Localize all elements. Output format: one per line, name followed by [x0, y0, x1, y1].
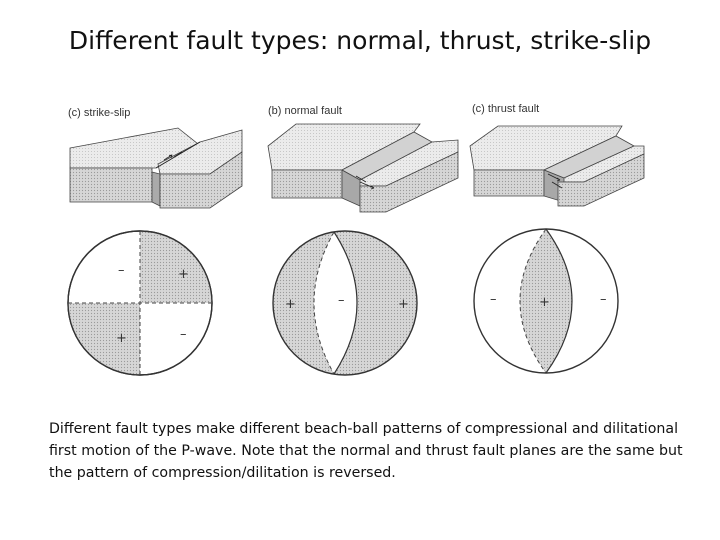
thrust-fault-block [469, 125, 645, 207]
polarity-sign: + [178, 267, 189, 282]
normal-fault-block [267, 123, 459, 213]
beachball-thrust-fault: – + – [473, 228, 619, 374]
polarity-sign: – [118, 263, 125, 278]
fault-figure: (c) strike-slip (b) normal fault (c) thr… [60, 90, 660, 390]
compression-lens [520, 229, 572, 373]
polarity-sign: – [490, 292, 497, 307]
panel-label-thrust-fault: (c) thrust fault [472, 103, 539, 115]
beachball-strike-slip: – + + – [67, 230, 213, 376]
fault-diagram: (c) strike-slip (b) normal fault (c) thr… [67, 103, 645, 376]
dilatation-lens [314, 232, 357, 374]
polarity-sign: – [600, 292, 607, 307]
compression-quadrant [140, 231, 212, 303]
polarity-sign: + [116, 331, 127, 346]
panel-label-strike-slip: (c) strike-slip [68, 107, 130, 119]
polarity-sign: + [539, 295, 550, 310]
slide-title: Different fault types: normal, thrust, s… [68, 26, 652, 55]
panel-label-normal-fault: (b) normal fault [268, 105, 342, 117]
strike-slip-block [69, 127, 243, 209]
polarity-sign: – [180, 327, 187, 342]
beachball-normal-fault: + – + [272, 230, 418, 376]
polarity-sign: + [285, 297, 296, 312]
caption-text: Different fault types make different bea… [49, 421, 683, 481]
polarity-sign: + [398, 297, 409, 312]
polarity-sign: – [338, 293, 345, 308]
compression-quadrant [68, 303, 140, 375]
